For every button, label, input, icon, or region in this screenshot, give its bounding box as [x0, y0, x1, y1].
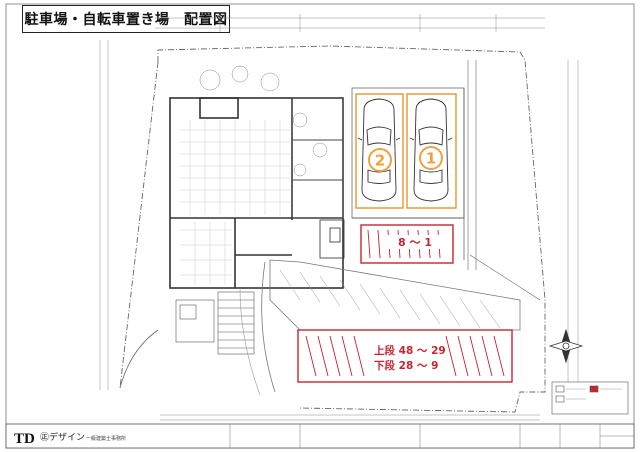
floor-tile-grid — [180, 120, 290, 285]
parking-space-1 — [406, 93, 457, 209]
footer-company-name: ㊣デザイン — [40, 431, 85, 443]
title-block — [5, 423, 635, 449]
stair-block — [175, 291, 255, 355]
parking-number-2: 2 — [375, 152, 385, 170]
page-title-text: 駐車場・自転車置き場 配置図 — [24, 12, 228, 28]
parking-space-2 — [355, 93, 404, 209]
bicycle-rack-large: 上段 48 ～ 29 下段 28 ～ 9 — [297, 329, 513, 383]
north-compass-icon — [548, 328, 584, 364]
access-path-curve — [261, 261, 276, 393]
utility-room — [291, 97, 345, 259]
bicycle-rack-small: 8 ～ 1 — [360, 224, 454, 264]
bicycle-rack-lower-label: 下段 28 ～ 9 — [374, 359, 438, 372]
driveway-hatch — [269, 259, 521, 331]
bicycle-rack-small-label: 8 ～ 1 — [398, 236, 432, 249]
parking-spaces: 2 1 — [355, 93, 457, 209]
east-fence — [467, 60, 541, 301]
site-corner-curve — [119, 329, 159, 389]
company-logo-icon: TD — [14, 431, 35, 447]
legend — [551, 381, 629, 415]
parking-number-1: 1 — [426, 150, 436, 168]
dimension-lines — [99, 14, 579, 421]
parking-number-badge-2 — [368, 148, 392, 172]
footer-company-sub: 一級建築士事務所 — [86, 435, 126, 442]
access-path-curve-inner — [239, 287, 261, 396]
site-boundary-line — [157, 45, 546, 413]
parking-number-badge-1 — [419, 146, 443, 170]
bicycle-rack-upper-label: 上段 48 ～ 29 — [374, 344, 446, 357]
svg-text:TD: TD — [14, 431, 35, 447]
parking-area-lines — [351, 87, 465, 260]
building-walls — [169, 97, 344, 289]
page-title: 駐車場・自転車置き場 配置図 — [22, 5, 230, 33]
site-boundary-west — [119, 61, 159, 389]
landscape-hatch — [199, 65, 328, 177]
